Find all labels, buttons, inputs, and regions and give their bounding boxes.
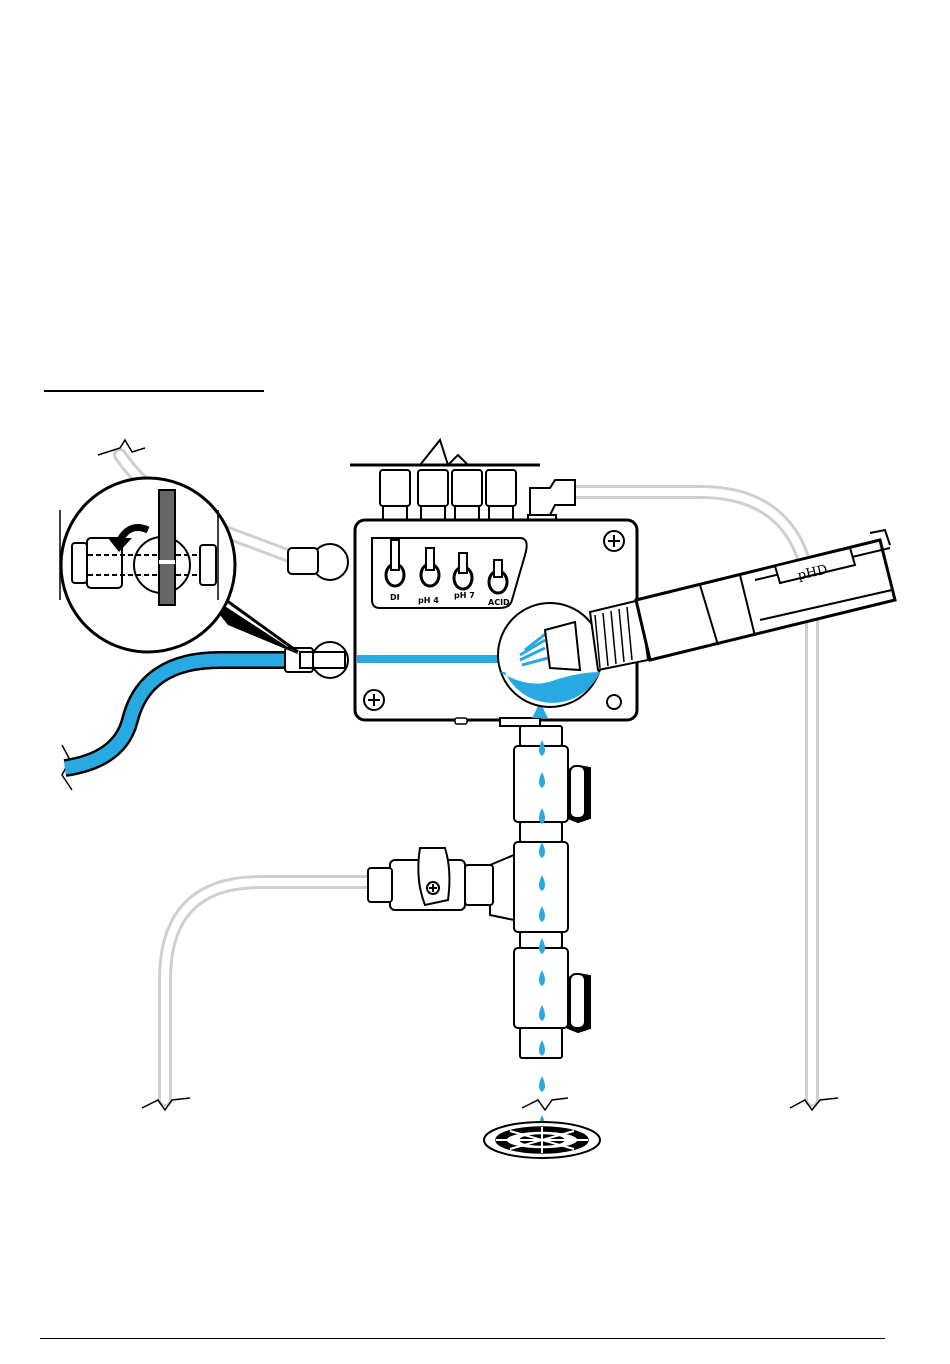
valve-label-ph4: pH 4 <box>418 596 439 605</box>
zoom-callout <box>60 478 300 655</box>
valve-label-ph7: pH 7 <box>454 591 475 600</box>
footer-rule <box>40 1338 885 1339</box>
probe-window <box>498 603 602 707</box>
inlet-hose <box>65 660 290 768</box>
top-fittings <box>350 440 575 523</box>
valve-label-di: DI <box>390 593 400 602</box>
valve-label-acid: ACID <box>488 598 510 607</box>
drain-valve-assembly <box>368 726 590 1058</box>
drain-icon <box>484 1122 600 1158</box>
